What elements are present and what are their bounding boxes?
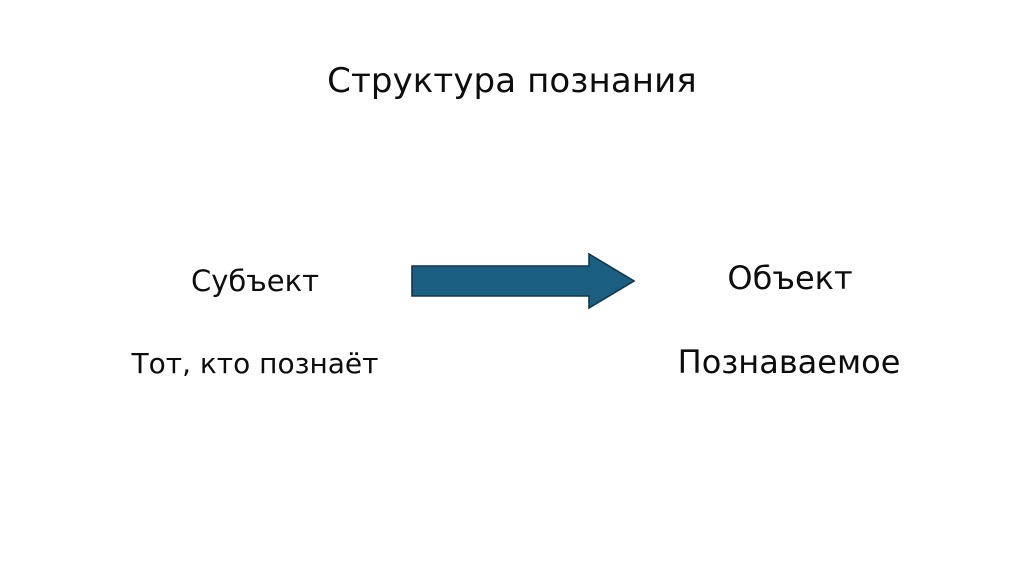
node-subject-label: Субъект [190, 264, 320, 298]
node-object-description: Познаваемое [677, 343, 901, 381]
arrow-shape [411, 252, 636, 310]
node-object-label: Объект [727, 259, 853, 297]
relation-arrow [404, 246, 642, 318]
right-block-arrow-icon [411, 252, 636, 310]
page-title: Структура познания [327, 61, 697, 101]
node-subject-description: Тот, кто познаёт [131, 347, 379, 380]
